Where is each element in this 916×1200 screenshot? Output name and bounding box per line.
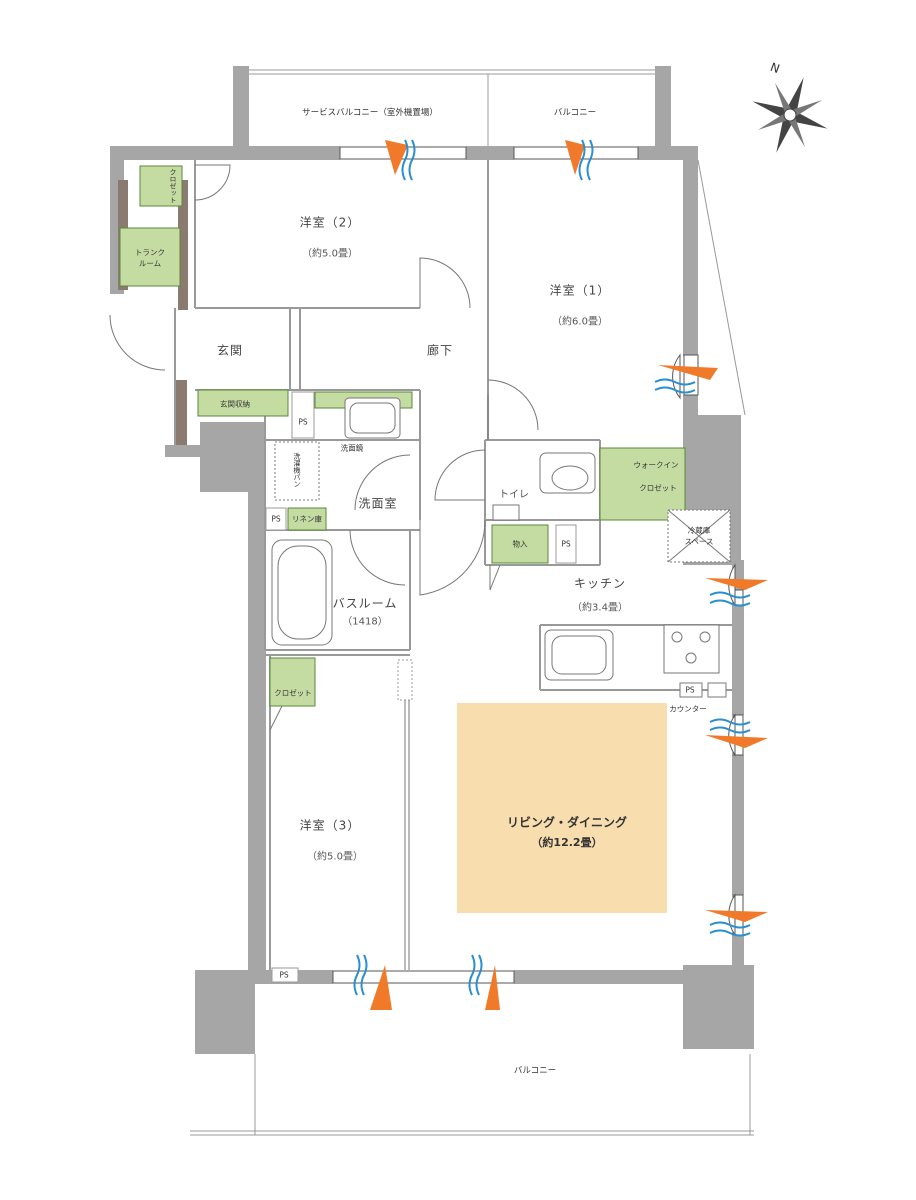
storage-units <box>119 165 686 707</box>
brick-walls <box>118 180 188 445</box>
storage-label: 物入 <box>512 539 528 549</box>
balcony-railings <box>190 69 754 1136</box>
trunk-room-label: トランク ルーム <box>135 248 165 268</box>
bathroom-label: バスルーム <box>332 596 398 611</box>
sliding-partition <box>397 659 413 970</box>
washbasin-mirror-label: 洗面鏡 <box>340 443 364 453</box>
walkin-label-2: クロゼット <box>639 483 677 493</box>
ps-label-5: PS <box>279 970 289 980</box>
entrance-storage-label: 玄関収納 <box>220 399 250 409</box>
living-dining-area <box>457 703 667 913</box>
fixtures <box>271 397 731 698</box>
western2-label: 洋室（2） <box>299 215 361 230</box>
toilet-label: トイレ <box>499 489 529 501</box>
ps-label-1: PS <box>298 417 308 427</box>
ps-label-3: PS <box>561 539 571 549</box>
western1-label: 洋室（1） <box>549 283 611 298</box>
western2-size: （約5.0畳） <box>302 248 358 260</box>
service-balcony-label: サービスバルコニー（室外機置場） <box>302 108 438 118</box>
bathroom-size: （1418） <box>342 616 388 628</box>
western3-size: （約5.0畳） <box>307 851 363 863</box>
door-swings <box>109 164 539 731</box>
entrance-label: 玄関 <box>216 343 244 358</box>
ps-label-4: PS <box>685 685 695 695</box>
compass-icon <box>752 77 828 153</box>
living-dining-size: （約12.2畳） <box>531 836 603 849</box>
balcony-bottom-label: バルコニー <box>513 1066 557 1076</box>
washroom-label: 洗面室 <box>358 496 398 511</box>
linen-label: リネン庫 <box>292 514 322 524</box>
counter-label: カウンター <box>669 704 707 714</box>
living-dining-label: リビング・ダイニング <box>506 815 628 830</box>
closet-top-label: クロゼット <box>169 168 177 204</box>
closet3-label: クロゼット <box>274 688 312 698</box>
western3-label: 洋室（3） <box>299 818 361 833</box>
western1-size: （約6.0畳） <box>552 316 608 328</box>
fridge-space-label: 冷蔵庫 スペース <box>684 526 714 546</box>
kitchen-size: （約3.4畳） <box>572 602 628 614</box>
kitchen-label: キッチン <box>573 576 627 591</box>
ps-boxes <box>265 391 577 983</box>
airflow-arrows <box>353 139 768 1010</box>
walkin-label-1: ウォークイン <box>633 460 679 470</box>
balcony-top-label: バルコニー <box>553 108 597 118</box>
ps-label-2: PS <box>271 514 281 524</box>
hallway-label: 廊下 <box>426 343 454 358</box>
washer-pan-label: 洗濯機パン <box>293 452 301 488</box>
